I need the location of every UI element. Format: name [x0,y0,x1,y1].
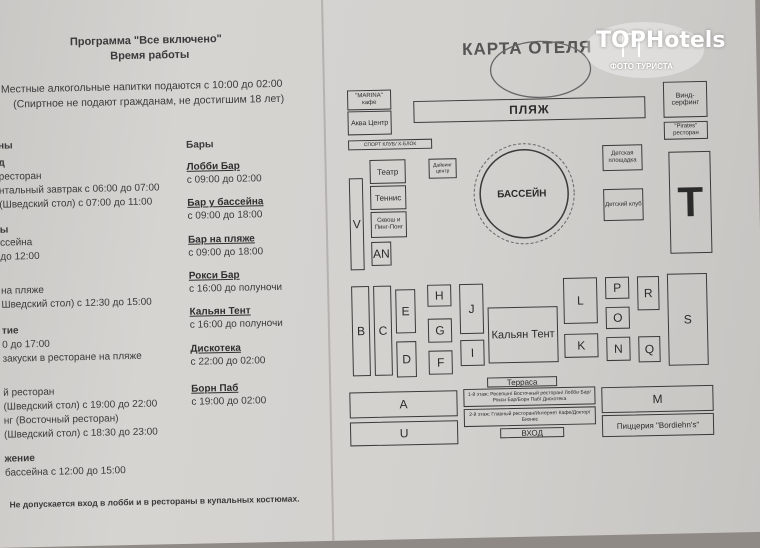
left-line: ссейна [0,237,33,249]
left-line: бассейна с 12:00 до 15:00 [4,465,126,479]
left-line: закуски в ресторане на пляже [2,350,142,365]
left-line: тие [1,325,19,337]
block-e: E [395,289,417,334]
block-f: F [428,350,453,375]
block-v: V [348,178,365,271]
schedule-subtitle: Время работы [110,48,190,63]
sport-club: СПОРТ КЛУБ/ X-БЛОК [348,138,433,151]
bar-hours: с 09:00 до 18:00 [188,246,264,259]
pen-circle-top [489,40,592,99]
block-t: T [668,150,713,254]
left-line: ресторан [0,170,42,183]
block-m: M [601,384,714,414]
entrance: ВХОД [500,426,565,439]
hookah-tent: Кальян Тент [487,306,559,364]
aqua-center: Аква Центр [347,110,392,136]
block-an: AN [371,241,392,266]
block-r: R [636,275,660,311]
watermark-tagline: ФОТО ТУРИСТА [610,62,673,71]
block-k: K [564,333,599,358]
left-line: Шведский стол) с 12:30 до 15:00 [1,296,152,311]
block-a: A [349,390,458,419]
block-j: J [459,283,485,335]
left-line: ны [0,140,13,152]
bars-heading: Бары [185,139,214,151]
block-g: G [427,318,453,343]
left-line: нг (Восточный ресторан) [3,413,119,427]
bar-name: Дискотека [190,342,242,355]
block-u: U [349,420,459,447]
playground: Детская площадка [602,144,643,172]
block-q: Q [638,335,661,363]
pool-shape [473,143,575,245]
block-i: I [460,339,485,367]
left-line: й ресторан [3,386,55,399]
left-line: ы [0,224,9,236]
left-line: жение [4,453,36,465]
theatre: Театр [369,159,406,184]
floor-2-info: 2-й этаж: Главный ресторан/Интернет Кафе… [463,406,597,428]
bar-hours: с 09:00 до 02:00 [186,173,262,186]
block-d: D [396,341,417,378]
bar-hours: с 19:00 до 02:00 [191,395,267,408]
block-l: L [562,277,598,324]
bar-hours: с 09:00 до 18:00 [187,209,263,222]
bar-hours: с 16:00 до полуночи [188,281,283,295]
age-notice: (Спиртное не подают гражданам, не достиг… [13,92,285,111]
footer-notice: Не допускается вход в лобби и в ресторан… [9,493,300,510]
pirates-restaurant: "Pirates" ресторан [663,120,709,140]
block-n: N [606,336,631,362]
left-line: д [0,157,5,169]
block-s: S [666,272,709,366]
left-line: (Шведский стол) с 19:00 до 22:00 [3,398,158,413]
left-line: (Шведский стол) с 07:00 до 11:00 [0,196,153,211]
bar-name: Кальян Тент [189,305,251,318]
pool-label: БАССЕЙН [497,188,547,201]
bar-hours: с 22:00 до 02:00 [190,355,266,368]
block-o: O [605,306,631,330]
block-p: P [604,276,630,300]
left-line: (Шведский стол) с 18:30 до 23:00 [3,426,158,441]
windsurfing: Винд-серфинг [662,80,708,118]
bar-name: Бар у бассейна [187,196,264,209]
beach: ПЛЯЖ [413,96,646,124]
diving-center: Дайвинг центр [428,158,457,179]
pizzeria: Пиццерия "Bordiehn's" [601,412,715,438]
terrace: Терраса [487,376,558,388]
left-line: на пляже [0,284,44,297]
bar-name: Рокси Бар [188,269,240,282]
kids-club: Детский клуб [603,188,644,222]
left-line: нтальный завтрак с 06:00 до 07:00 [0,182,160,197]
watermark-logo: TOPHotels [596,28,726,53]
watermark-badge [584,22,704,78]
bar-name: Бар на пляже [187,233,255,246]
hotel-tower-icon [622,33,640,57]
block-h: H [427,284,452,307]
fold-line [320,0,335,541]
marina-cafe: "MARINA" кафе [346,89,392,111]
block-c: C [373,285,393,376]
bar-name: Лобби Бар [186,160,240,173]
tennis: Теннис [369,185,407,210]
bar-hours: с 16:00 до полуночи [189,317,283,331]
bar-name: Борн Паб [191,382,239,395]
schedule-title: Программа "Все включено" [69,33,222,49]
left-line: до 12:00 [0,250,40,263]
left-line: 0 до 17:00 [2,338,50,351]
block-b: B [351,286,371,377]
floor-1-info: 1-й этаж: Ресепшн/ Восточный ресторан/ Л… [463,386,596,408]
squash: Сквош и Пинг-Понг [370,211,408,238]
